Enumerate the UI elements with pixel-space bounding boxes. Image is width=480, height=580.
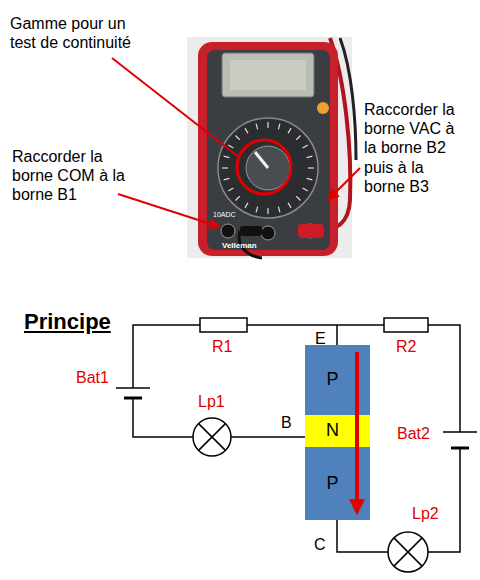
resistor-symbol <box>200 318 247 332</box>
callout-text: Raccorder la borne COM à la borne B1 <box>12 147 142 205</box>
transistor-bands <box>305 345 370 520</box>
semiconductor-band: N <box>305 415 370 447</box>
doping-letter: N <box>326 421 339 441</box>
semiconductor-band: P <box>305 345 370 415</box>
brand-name: Velleman <box>222 241 257 251</box>
battery-symbol <box>443 432 477 448</box>
terminal-name: B <box>281 413 292 432</box>
terminal-name: C <box>314 535 326 554</box>
semiconductor-band <box>305 415 370 447</box>
component-name: R2 <box>396 337 416 356</box>
leader-line <box>328 168 360 200</box>
battery-symbol <box>116 388 150 398</box>
current-arrow <box>355 352 359 512</box>
component-name: R1 <box>212 337 232 356</box>
callout-text: Raccorder la borne VAC à la borne B2 pui… <box>364 100 464 196</box>
lamp-symbol <box>388 532 428 572</box>
semiconductor-band: P <box>305 447 370 520</box>
leader-line <box>118 194 220 227</box>
schematic-wires <box>133 325 460 552</box>
doping-letter: P <box>326 474 338 494</box>
callout-text: Gamme pour un test de continuité <box>10 14 145 52</box>
semiconductor-band <box>305 345 370 415</box>
resistor-symbol <box>384 318 428 332</box>
component-name: Bat1 <box>76 368 109 387</box>
component-name: Lp2 <box>412 504 439 523</box>
lamp-symbol <box>193 418 231 456</box>
component-name: Lp1 <box>198 392 225 411</box>
semiconductor-band <box>305 447 370 520</box>
device-marking: 10ADC <box>213 211 236 219</box>
doping-letter: P <box>326 370 338 390</box>
leader-line <box>112 58 240 158</box>
terminal-name: E <box>315 329 326 348</box>
component-name: Bat2 <box>397 424 430 443</box>
section-heading: Principe <box>24 309 111 335</box>
highlight-circle <box>237 140 291 194</box>
